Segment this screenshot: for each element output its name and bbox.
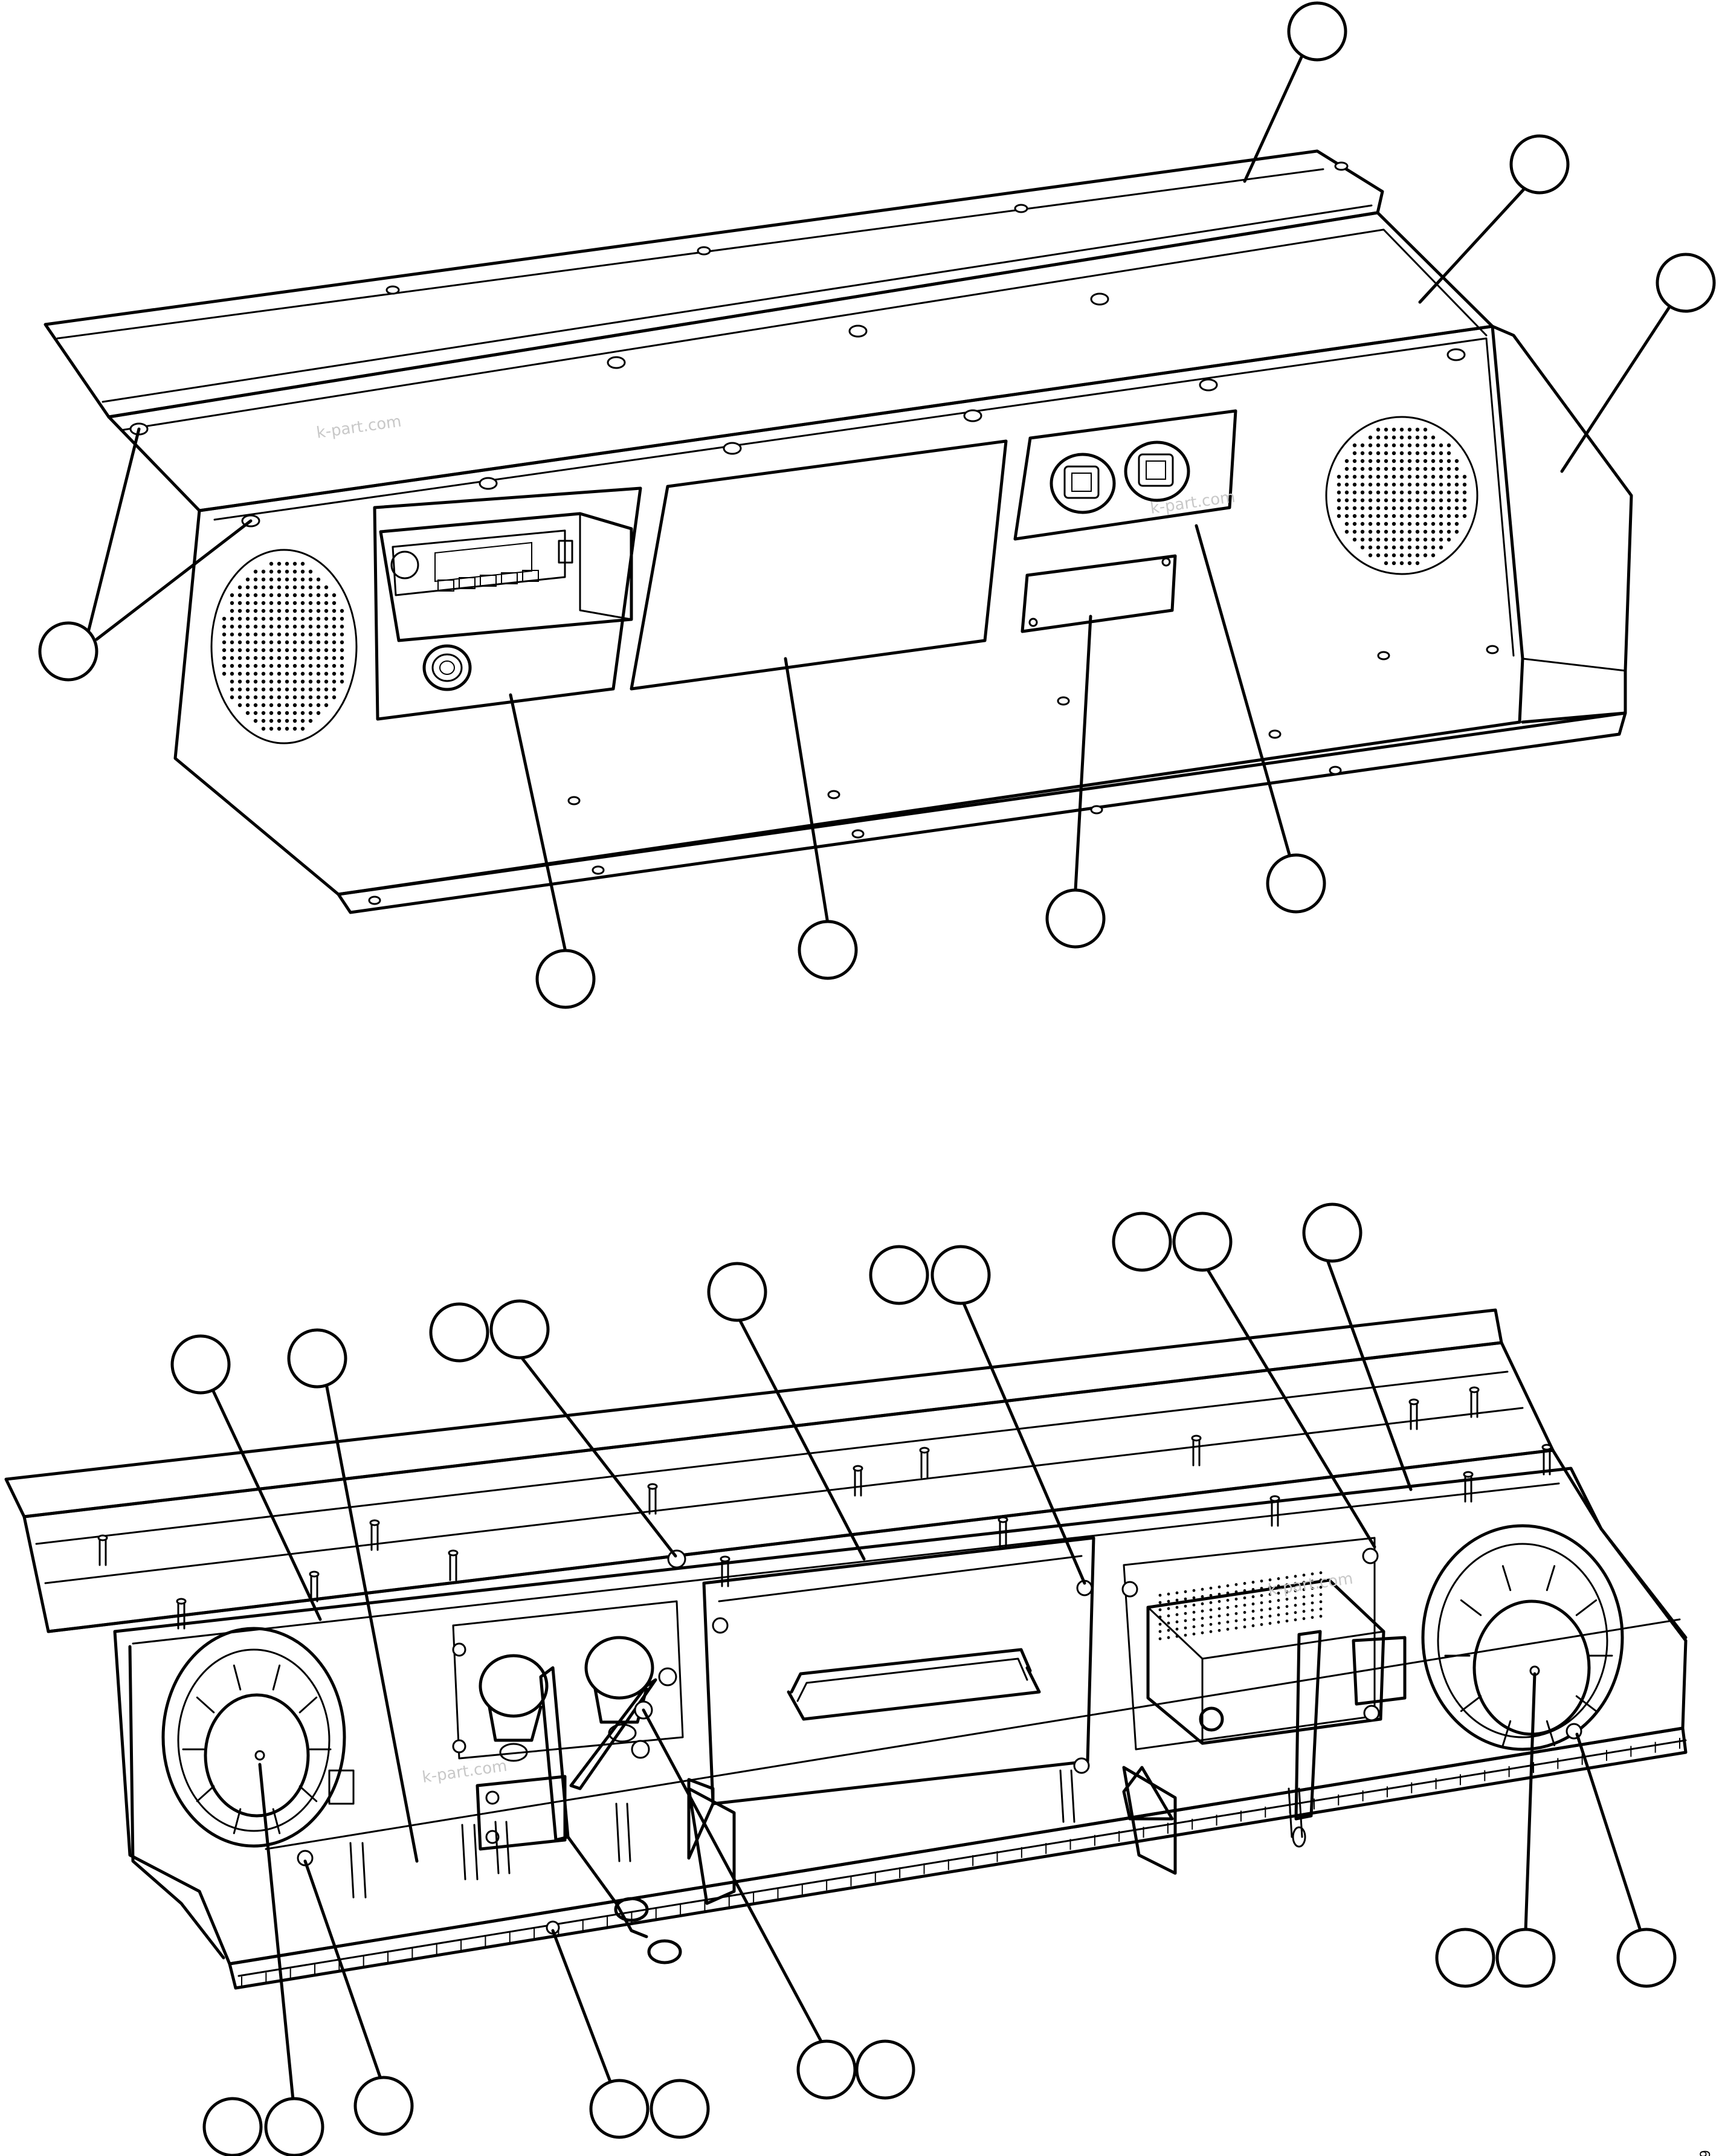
rear-hinge-line xyxy=(237,1739,1687,1977)
callout-bubble xyxy=(855,2039,915,2100)
rear-radio-chassis xyxy=(1121,1537,1407,1848)
rear-right-speaker xyxy=(1421,1524,1624,1751)
front-flange-holes xyxy=(129,161,1466,528)
front-right-end-edge xyxy=(1521,657,1627,672)
label-plate xyxy=(1021,554,1177,633)
callout-bubble xyxy=(38,621,98,682)
radio-usb-port xyxy=(558,540,573,564)
front-upper-face xyxy=(107,211,1494,512)
handle-icon xyxy=(787,1648,1041,1721)
rear-left-end xyxy=(128,1645,225,1960)
divider-plate-left xyxy=(687,1787,736,1905)
callout-bubble xyxy=(650,2079,710,2139)
front-right-end xyxy=(1491,324,1633,724)
switch-2 xyxy=(1124,441,1190,502)
front-flange-bend-2 xyxy=(102,204,1373,403)
callout-bubble xyxy=(287,1328,347,1389)
callout-bubble xyxy=(869,1245,929,1305)
callout-bubble xyxy=(798,920,858,980)
rear-callouts xyxy=(170,1202,1677,2156)
light-bracket xyxy=(476,1775,567,1851)
rear-left-speaker xyxy=(161,1627,355,1867)
callout-bubble xyxy=(170,1334,231,1395)
front-left-speaker-grille xyxy=(210,549,358,744)
callout-bubble xyxy=(535,949,596,1009)
switch-panel: k-part.com xyxy=(1013,409,1237,541)
front-view: k-part.com k-part.com xyxy=(38,1,1716,1009)
radio-volume-knob xyxy=(390,550,419,579)
switch-panel-plate xyxy=(1013,409,1237,541)
callout-bubble xyxy=(589,2079,650,2139)
callout-bubble xyxy=(1616,1928,1677,1988)
callout-bubble xyxy=(1287,1,1347,62)
callout-bubble xyxy=(707,1262,767,1322)
radio-bracket xyxy=(1294,1630,1322,1821)
rear-floor-pins xyxy=(349,1769,1303,1899)
light-wire xyxy=(569,1678,657,1790)
divider-plate-right xyxy=(1122,1766,1177,1875)
callout-bubble xyxy=(1266,853,1326,914)
callout-bubble xyxy=(930,1245,991,1305)
callout-bubble xyxy=(1302,1202,1362,1263)
front-top-flange xyxy=(44,149,1384,419)
speaker-connector xyxy=(328,1769,355,1805)
callout-bubble xyxy=(1435,1928,1495,1988)
watermark-front-1: k-part.com xyxy=(315,413,402,442)
radio-chassis-box xyxy=(1146,1578,1385,1745)
callout-bubble xyxy=(1112,1212,1172,1272)
callout-bubble xyxy=(353,2076,414,2136)
speaker-icon xyxy=(1472,1599,1591,1736)
rear-view: k-part.com k-part.com xyxy=(4,1202,1688,2156)
callout-bubble xyxy=(1509,134,1570,195)
rear-hinge-flange xyxy=(228,1726,1688,1990)
callout-bubble xyxy=(489,1299,550,1360)
callout-bubble xyxy=(796,2039,857,2100)
callout-bubble xyxy=(429,1302,489,1363)
callout-bubble xyxy=(1495,1928,1556,1988)
front-lower-flange xyxy=(337,711,1627,914)
rear-mounting-studs xyxy=(97,1386,1552,1630)
radio-mount-plate xyxy=(1123,1537,1376,1751)
rear-center-box xyxy=(687,1536,1177,1905)
front-main-face-inner xyxy=(213,337,1515,657)
front-upper-face-edge xyxy=(120,228,1488,431)
light-mount-plate xyxy=(452,1600,684,1760)
callout-bubble xyxy=(1045,888,1106,949)
rear-light-assembly xyxy=(452,1549,686,1964)
callout-bubble xyxy=(1172,1212,1233,1272)
wire-harness xyxy=(566,1835,648,1938)
radio-head-unit xyxy=(379,512,633,642)
callout-bubble xyxy=(1656,253,1716,313)
radio-faceplate xyxy=(392,529,566,596)
speaker-icon xyxy=(204,1693,310,1818)
callout-bubble xyxy=(202,2097,263,2156)
access-cover xyxy=(702,1536,1095,1806)
figure-id-label: 63479 xyxy=(1698,2150,1714,2156)
front-flange-bend-1 xyxy=(56,168,1324,340)
rear-floor-edge xyxy=(265,1618,1681,1850)
radio-panel-plate xyxy=(373,486,642,721)
radio-buttons xyxy=(437,570,539,592)
power-socket-icon xyxy=(422,644,472,691)
front-callouts xyxy=(38,1,1716,1009)
callout-bubble xyxy=(264,2097,324,2156)
radio-connector xyxy=(1352,1636,1407,1706)
center-blank-panel xyxy=(630,439,1008,691)
rear-hinge-knuckles xyxy=(241,1738,1680,1987)
switch-1 xyxy=(1050,453,1116,514)
front-right-speaker-grille xyxy=(1325,416,1479,575)
radio-panel xyxy=(373,486,642,721)
rear-top-flange xyxy=(4,1308,1503,1519)
watermark-rear-2: k-part.com xyxy=(1267,1570,1354,1599)
front-face-holes xyxy=(368,645,1499,905)
